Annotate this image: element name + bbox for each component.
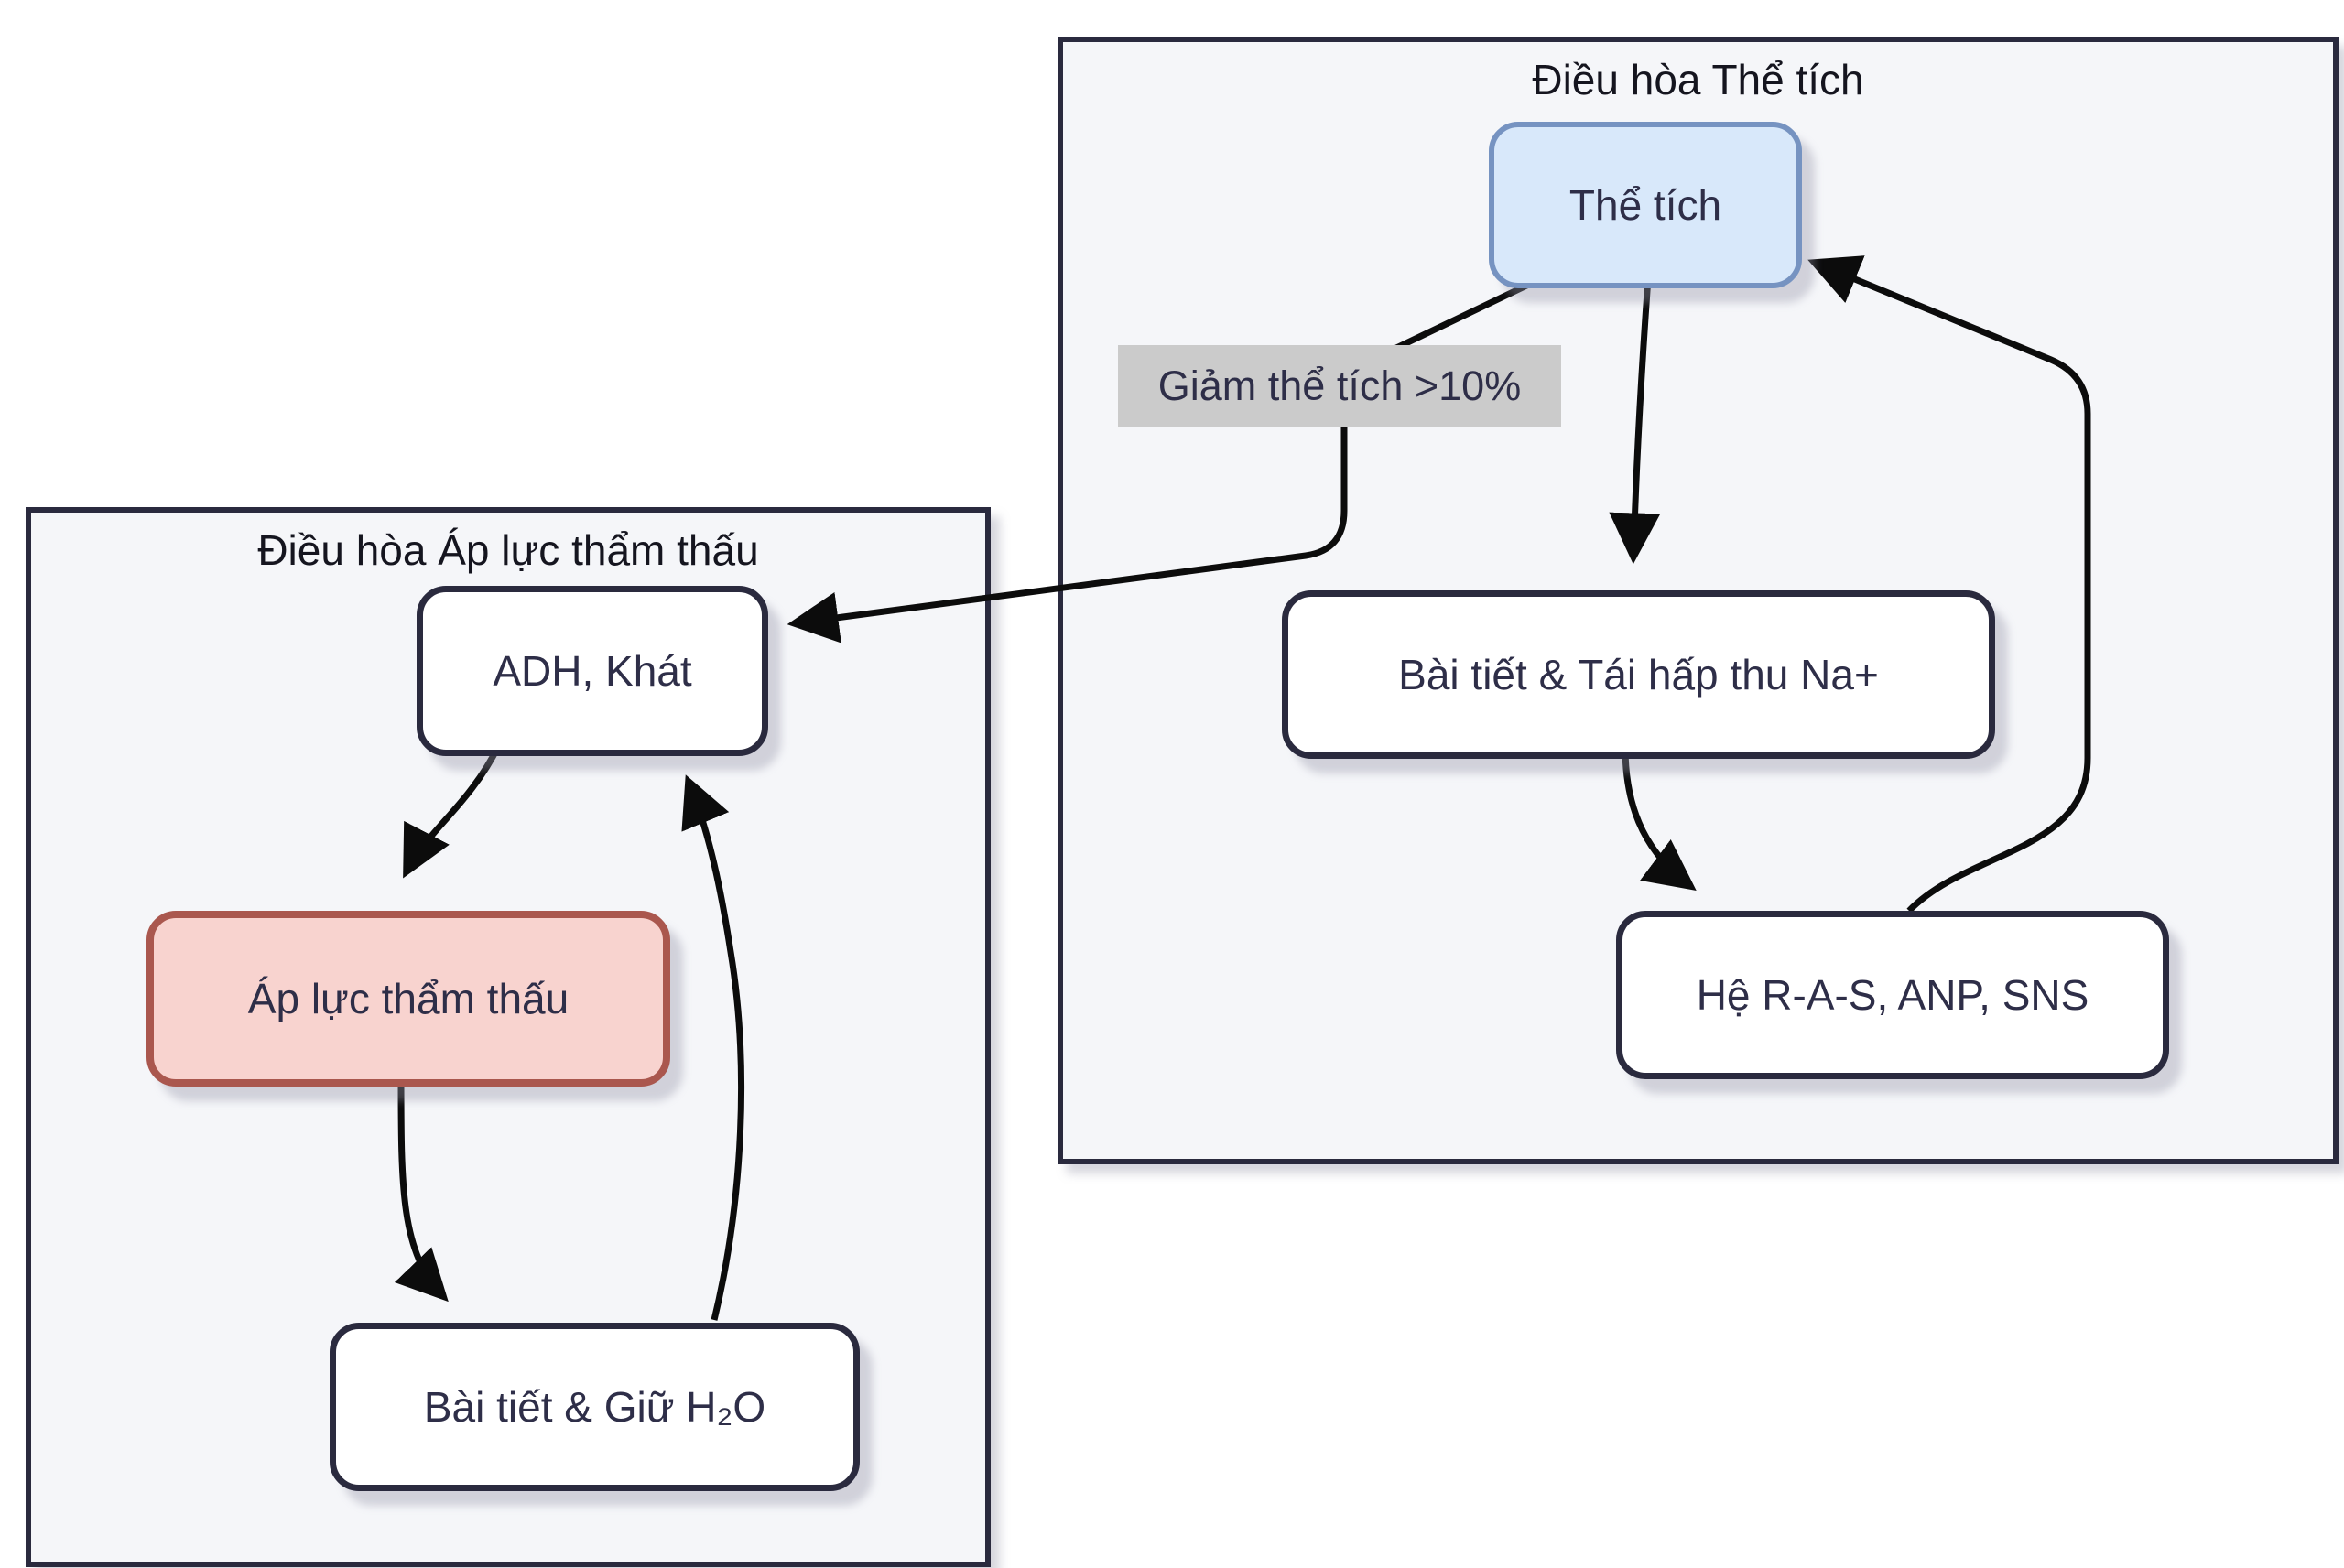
subgraph-volume-title: Điều hòa Thể tích [1532,56,1864,103]
node-adh-khat: ADH, Khát [417,586,768,756]
edge-label-giam-the-tich: Giảm thể tích >10% [1118,345,1561,427]
node-bai-tiet-tai-hap-thu-na: Bài tiết & Tái hấp thu Na+ [1282,590,1995,759]
subgraph-osmotic-title: Điều hòa Áp lực thẩm thấu [257,526,759,574]
node-the-tich: Thể tích [1489,122,1802,288]
node-bai-tiet-giu-h2o: Bài tiết & Giữ H₂O [330,1323,860,1491]
node-he-ras-anp-sns: Hệ R-A-S, ANP, SNS [1616,911,2169,1079]
node-ap-luc-tham-thau: Áp lực thẩm thấu [146,911,670,1087]
